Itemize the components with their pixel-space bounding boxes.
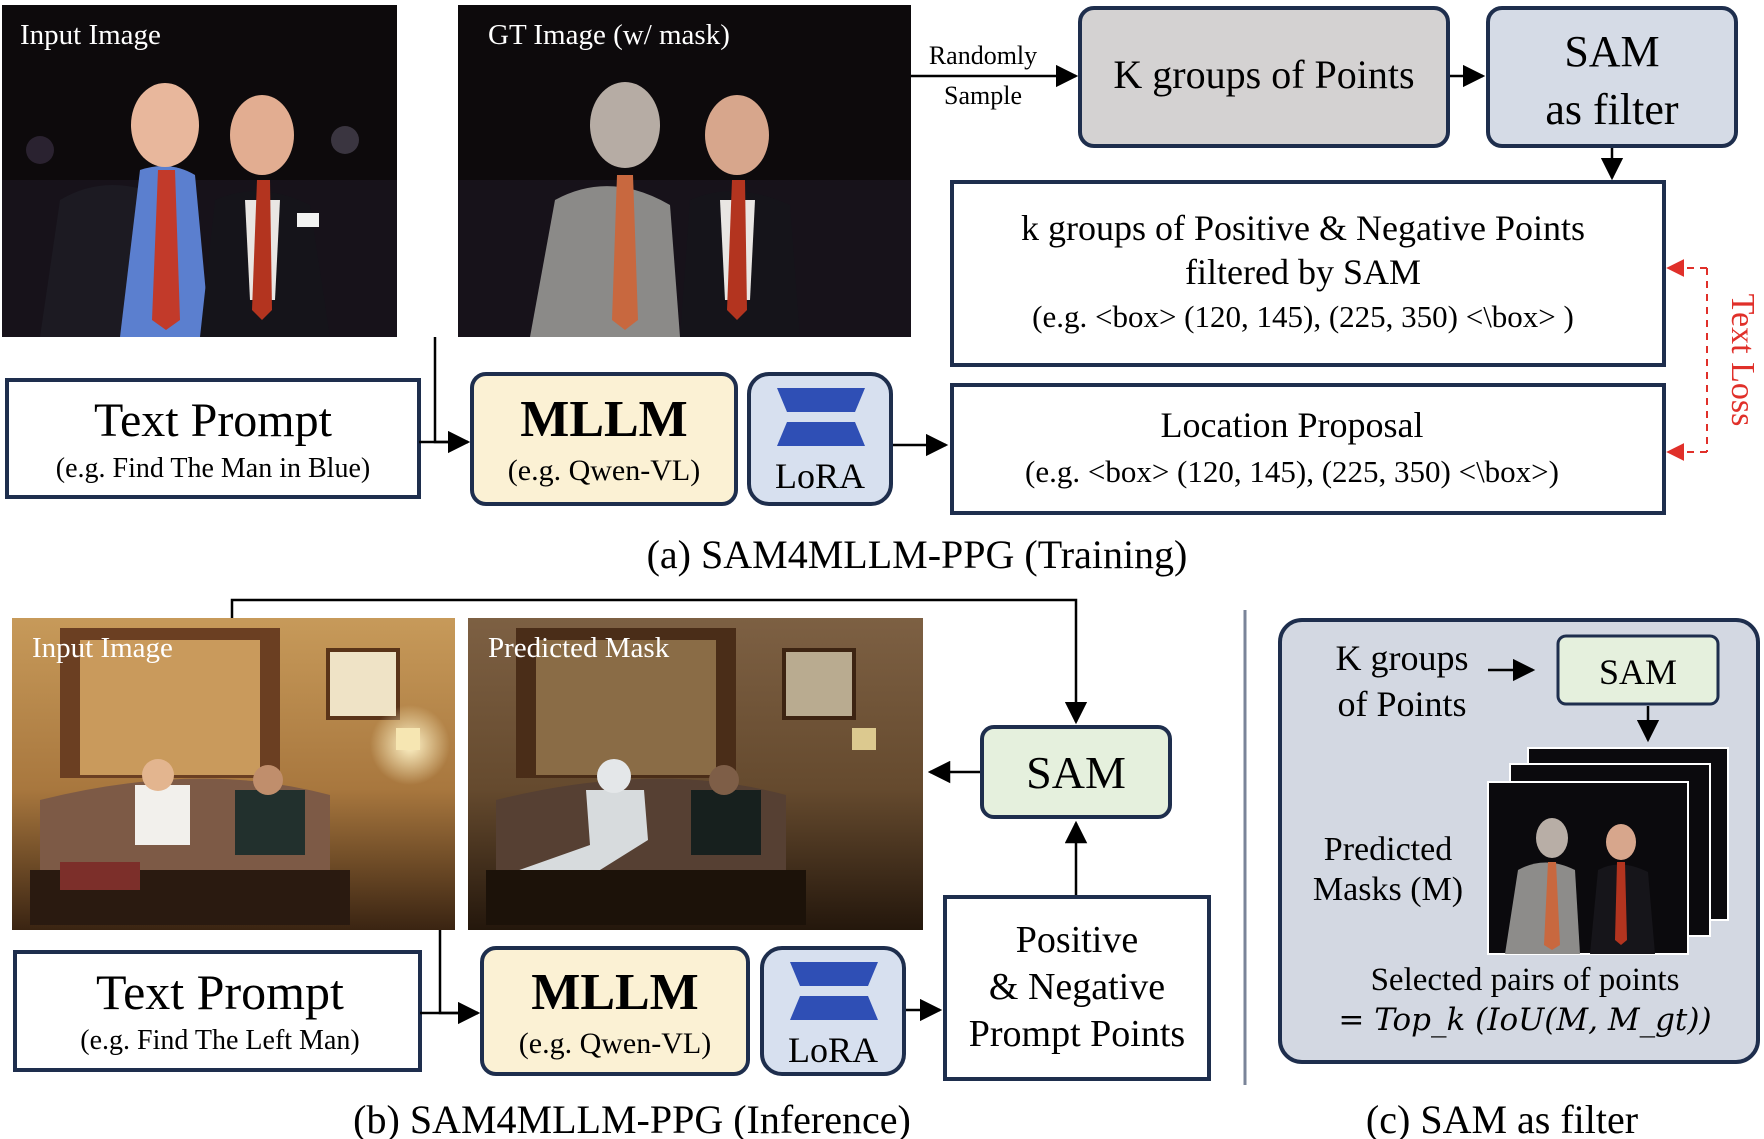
k-groups-box-label: K groups of Points xyxy=(1113,52,1414,97)
training-lora-label: LoRA xyxy=(775,456,865,496)
filtered-line2: filtered by SAM xyxy=(1185,252,1421,292)
sample-label: Sample xyxy=(944,81,1022,110)
inference-mllm-title: MLLM xyxy=(531,964,699,1021)
training-lora-icon-top xyxy=(777,388,865,412)
prompt-points-line3: Prompt Points xyxy=(969,1013,1185,1055)
k-groups-box xyxy=(1078,6,1450,148)
inference-mllm-box xyxy=(480,946,750,1076)
inference-lora-label: LoRA xyxy=(788,1030,878,1070)
inference-lora-icon-bottom xyxy=(790,996,878,1020)
location-proposal-box xyxy=(950,383,1666,515)
filter-caption: (c) SAM as filter xyxy=(1366,1097,1638,1139)
filter-selected-line1: Selected pairs of points xyxy=(1371,962,1680,998)
inference-caption: (b) SAM4MLLM-PPG (Inference) xyxy=(353,1097,911,1139)
filtered-line1: k groups of Positive & Negative Points xyxy=(1021,208,1585,248)
input-to-mllm-arrow xyxy=(433,337,471,454)
inference-mllm-example: (e.g. Qwen-VL) xyxy=(519,1027,711,1060)
inference-lora-icon-top xyxy=(790,962,878,986)
training-caption: (a) SAM4MLLM-PPG (Training) xyxy=(647,532,1188,577)
prompt-points-box xyxy=(943,895,1211,1081)
input-to-sam-loop-arrow xyxy=(230,598,1088,725)
filtered-points-box xyxy=(950,180,1666,367)
sam-filter-line1: SAM xyxy=(1564,27,1659,76)
filter-k-groups-line1: K groups xyxy=(1336,638,1469,678)
sam-filter-box xyxy=(1486,6,1738,148)
location-proposal-title: Location Proposal xyxy=(1161,405,1424,445)
inference-text-prompt-title: Text Prompt xyxy=(96,964,344,1020)
filter-predicted-line2: Masks (M) xyxy=(1313,871,1463,908)
sam-filter-line2: as filter xyxy=(1545,85,1679,134)
filter-selected-line2: = Top_k (IoU(M, M_gt)) xyxy=(1338,1002,1711,1038)
filter-k-groups-line2: of Points xyxy=(1337,684,1466,724)
inference-text-prompt-box xyxy=(13,950,422,1072)
inference-input-image-label: Input Image xyxy=(32,632,173,664)
prompt-points-line2: & Negative xyxy=(989,966,1165,1008)
inference-text-prompt-example: (e.g. Find The Left Man) xyxy=(80,1025,359,1056)
filter-sam-label: SAM xyxy=(1599,652,1677,692)
inference-sam-box xyxy=(980,725,1172,819)
location-proposal-example: (e.g. <box> (120, 145), (225, 350) <\box… xyxy=(1025,454,1559,489)
inference-input-image xyxy=(12,618,455,930)
training-lora-icon-bottom xyxy=(777,422,865,446)
filter-sam-box xyxy=(1556,634,1720,706)
inference-input-to-mllm-arrow xyxy=(438,930,481,1025)
randomly-label: Randomly xyxy=(929,41,1037,70)
predicted-mask-image xyxy=(468,618,923,930)
predicted-mask-label: Predicted Mask xyxy=(488,632,670,664)
training-text-prompt-box xyxy=(5,378,421,499)
training-gt-image xyxy=(458,5,911,337)
training-text-prompt-title: Text Prompt xyxy=(94,394,333,447)
predicted-masks-stack xyxy=(1487,747,1729,955)
prompt-points-line1: Positive xyxy=(1016,919,1138,961)
training-mllm-example: (e.g. Qwen-VL) xyxy=(508,454,700,487)
inference-sam-label: SAM xyxy=(1026,747,1126,798)
training-text-prompt-example: (e.g. Find The Man in Blue) xyxy=(56,453,370,484)
training-input-image xyxy=(2,5,397,337)
text-loss-label: Text Loss xyxy=(1724,294,1761,427)
training-mllm-title: MLLM xyxy=(520,391,688,448)
training-gt-image-label: GT Image (w/ mask) xyxy=(488,19,730,51)
training-mllm-box xyxy=(470,372,738,506)
filter-predicted-line1: Predicted xyxy=(1324,831,1452,868)
filtered-line3: (e.g. <box> (120, 145), (225, 350) <\box… xyxy=(1032,299,1574,334)
training-input-image-label: Input Image xyxy=(20,19,161,51)
